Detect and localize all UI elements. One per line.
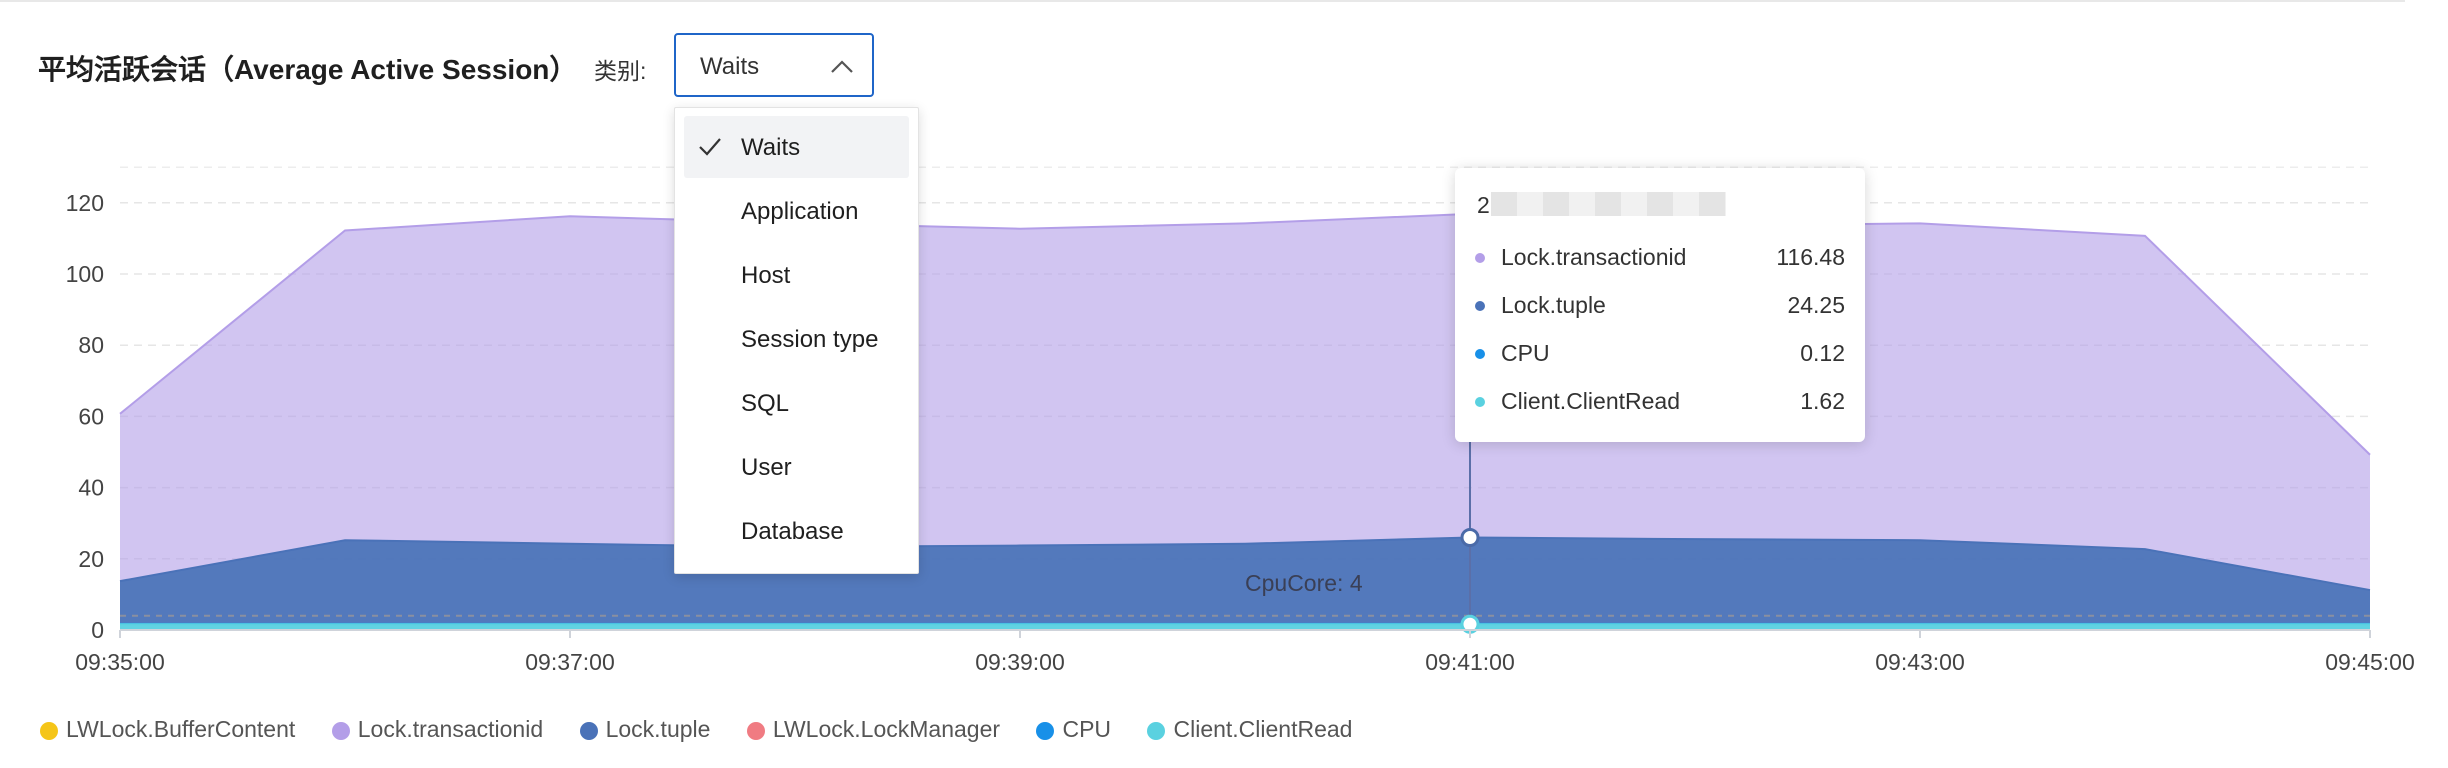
x-tick-label: 09:41:00 [1425, 649, 1515, 675]
legend-dot [331, 722, 350, 740]
tooltip-series-value: 24.25 [1787, 292, 1845, 318]
x-tick-label: 09:35:00 [75, 649, 165, 675]
y-tick-label: 80 [78, 332, 104, 358]
tooltip-series-name: Client.ClientRead [1501, 388, 1680, 414]
legend-label: Lock.tuple [605, 716, 711, 742]
legend-label: LWLock.BufferContent [66, 716, 296, 742]
y-tick-label: 0 [91, 617, 104, 643]
dropdown-option-label: Session type [741, 326, 879, 353]
dropdown-option-host[interactable]: Host [684, 244, 909, 306]
tooltip-time: 2 [1477, 192, 1490, 218]
tooltip-dot [1475, 253, 1485, 263]
area-lock-tuple-line [119, 536, 2371, 592]
tooltip-series-value: 0.12 [1800, 340, 1845, 366]
tooltip-series-name: Lock.tuple [1501, 292, 1606, 318]
x-tick-label: 09:37:00 [525, 649, 615, 675]
dropdown-option-label: Application [741, 198, 859, 225]
legend-dot [1036, 722, 1055, 740]
dropdown-option-session-type[interactable]: Session type [684, 308, 909, 370]
x-tick-label: 09:45:00 [2325, 649, 2415, 675]
category-dropdown: Waits Application Host Session type SQL … [674, 107, 919, 574]
tooltip-series-name: CPU [1501, 340, 1550, 366]
tooltip-series-value: 1.62 [1800, 388, 1845, 414]
legend-item-lwlock-buffercontent[interactable]: LWLock.BufferContent [38, 716, 295, 743]
y-tick-label: 20 [78, 546, 104, 572]
chart-legend: LWLock.BufferContent Lock.transactionid … [38, 716, 1382, 748]
tooltip-row-lock-transactionid: Lock.transactionid 116.48 [1475, 242, 1845, 272]
tooltip-row-cpu: CPU 0.12 [1475, 338, 1845, 368]
x-tick-label: 09:43:00 [1875, 649, 1965, 675]
legend-dot [40, 722, 58, 740]
legend-dot [579, 722, 598, 740]
legend-label: LWLock.LockManager [772, 716, 1001, 742]
check-icon [699, 138, 721, 156]
legend-item-lwlock-lockmanager[interactable]: LWLock.LockManager [745, 716, 1000, 743]
dropdown-option-database[interactable]: Database [684, 500, 909, 562]
dropdown-option-label: Host [741, 262, 791, 289]
legend-label: Client.ClientRead [1173, 716, 1353, 742]
dropdown-option-label: Waits [741, 134, 801, 161]
legend-dot [746, 722, 765, 740]
area-client-clientread [120, 624, 2370, 630]
x-tick-label: 09:39:00 [975, 649, 1065, 675]
tooltip-dot [1475, 349, 1485, 359]
dropdown-option-label: Database [741, 518, 844, 545]
tooltip-time-redacted [1491, 192, 1726, 216]
tooltip-dot [1475, 301, 1485, 311]
top-divider [0, 0, 2405, 2]
tooltip-series-name: Lock.transactionid [1501, 244, 1687, 270]
category-select-value: Waits [700, 53, 760, 80]
legend-item-lock-transactionid[interactable]: Lock.transactionid [330, 716, 543, 743]
chart-tooltip: 2 Lock.transactionid 116.48 Lock.tuple 2… [1455, 168, 1865, 442]
dropdown-option-application[interactable]: Application [684, 180, 909, 242]
y-tick-label: 100 [66, 261, 104, 287]
area-lock-transactionid [120, 213, 2370, 591]
dropdown-option-sql[interactable]: SQL [684, 372, 909, 434]
chart-title: 平均活跃会话（Average Active Session） [38, 54, 578, 85]
legend-item-client-clientread[interactable]: Client.ClientRead [1145, 716, 1352, 743]
category-select[interactable]: Waits [674, 33, 874, 97]
dropdown-option-label: User [741, 454, 792, 481]
tooltip-series-value: 116.48 [1776, 244, 1845, 270]
tooltip-row-client-clientread: Client.ClientRead 1.62 [1475, 386, 1845, 416]
area-lock-transactionid-line [119, 212, 2371, 456]
tooltip-row-lock-tuple: Lock.tuple 24.25 [1475, 290, 1845, 320]
legend-item-lock-tuple[interactable]: Lock.tuple [578, 716, 711, 743]
dropdown-option-user[interactable]: User [684, 436, 909, 498]
legend-label: Lock.transactionid [357, 716, 544, 742]
y-tick-label: 120 [66, 190, 104, 216]
hover-point-lock-tuple [1460, 527, 1480, 547]
category-label: 类别: [594, 58, 647, 84]
legend-label: CPU [1062, 716, 1112, 742]
legend-dot [1147, 722, 1166, 740]
y-tick-label: 60 [78, 403, 104, 429]
chevron-up-icon [831, 60, 853, 73]
legend-item-cpu[interactable]: CPU [1034, 716, 1111, 743]
dropdown-option-waits[interactable]: Waits [684, 116, 909, 178]
y-tick-label: 40 [78, 475, 104, 501]
cpu-core-annotation: CpuCore: 4 [1245, 570, 1363, 596]
dropdown-option-label: SQL [741, 390, 790, 417]
tooltip-dot [1475, 397, 1485, 407]
